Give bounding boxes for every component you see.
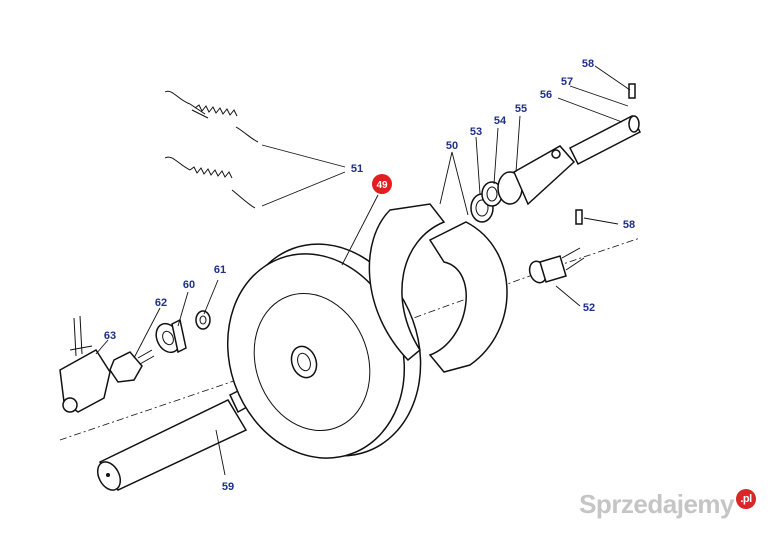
callout-56: 56 [540, 89, 552, 101]
callout-61: 61 [214, 264, 226, 276]
watermark-brand: Sprzedajemy [579, 489, 734, 519]
callout-57: 57 [561, 76, 573, 88]
part-62-bolt [109, 349, 155, 383]
callout-53: 53 [470, 126, 482, 138]
part-brake-drum [226, 243, 422, 459]
leader-lines [95, 65, 631, 476]
callout-62: 62 [155, 297, 167, 309]
callout-58-side: 58 [623, 219, 635, 231]
part-52-pin [528, 247, 585, 284]
callout-58-top: 58 [582, 58, 594, 70]
part-50-brake-shoes [368, 203, 508, 373]
spring-lower [164, 156, 256, 209]
part-59-axle-rod [96, 384, 257, 491]
part-58-grease-nipple-top [628, 83, 636, 99]
watermark-tld-badge: .pl [736, 489, 756, 509]
callout-59: 59 [222, 481, 234, 493]
part-55-cam-lever [497, 145, 576, 206]
callout-51: 51 [351, 163, 363, 175]
part-56-shaft [568, 114, 642, 166]
callout-52: 52 [583, 302, 595, 314]
callout-60: 60 [183, 279, 195, 291]
part-58-grease-nipple-side [575, 209, 583, 225]
callout-50: 50 [446, 140, 458, 152]
callout-54: 54 [494, 115, 507, 127]
callout-49: 49 [372, 174, 392, 194]
callout-49-label: 49 [376, 180, 388, 191]
part-61-washer [195, 310, 211, 330]
callout-63: 63 [104, 330, 116, 342]
callout-55: 55 [515, 103, 527, 115]
watermark-logo: Sprzedajemy.pl [579, 489, 756, 520]
part-63-bracket [59, 315, 111, 413]
part-60-bearing [155, 318, 187, 354]
spring-upper [164, 90, 259, 143]
